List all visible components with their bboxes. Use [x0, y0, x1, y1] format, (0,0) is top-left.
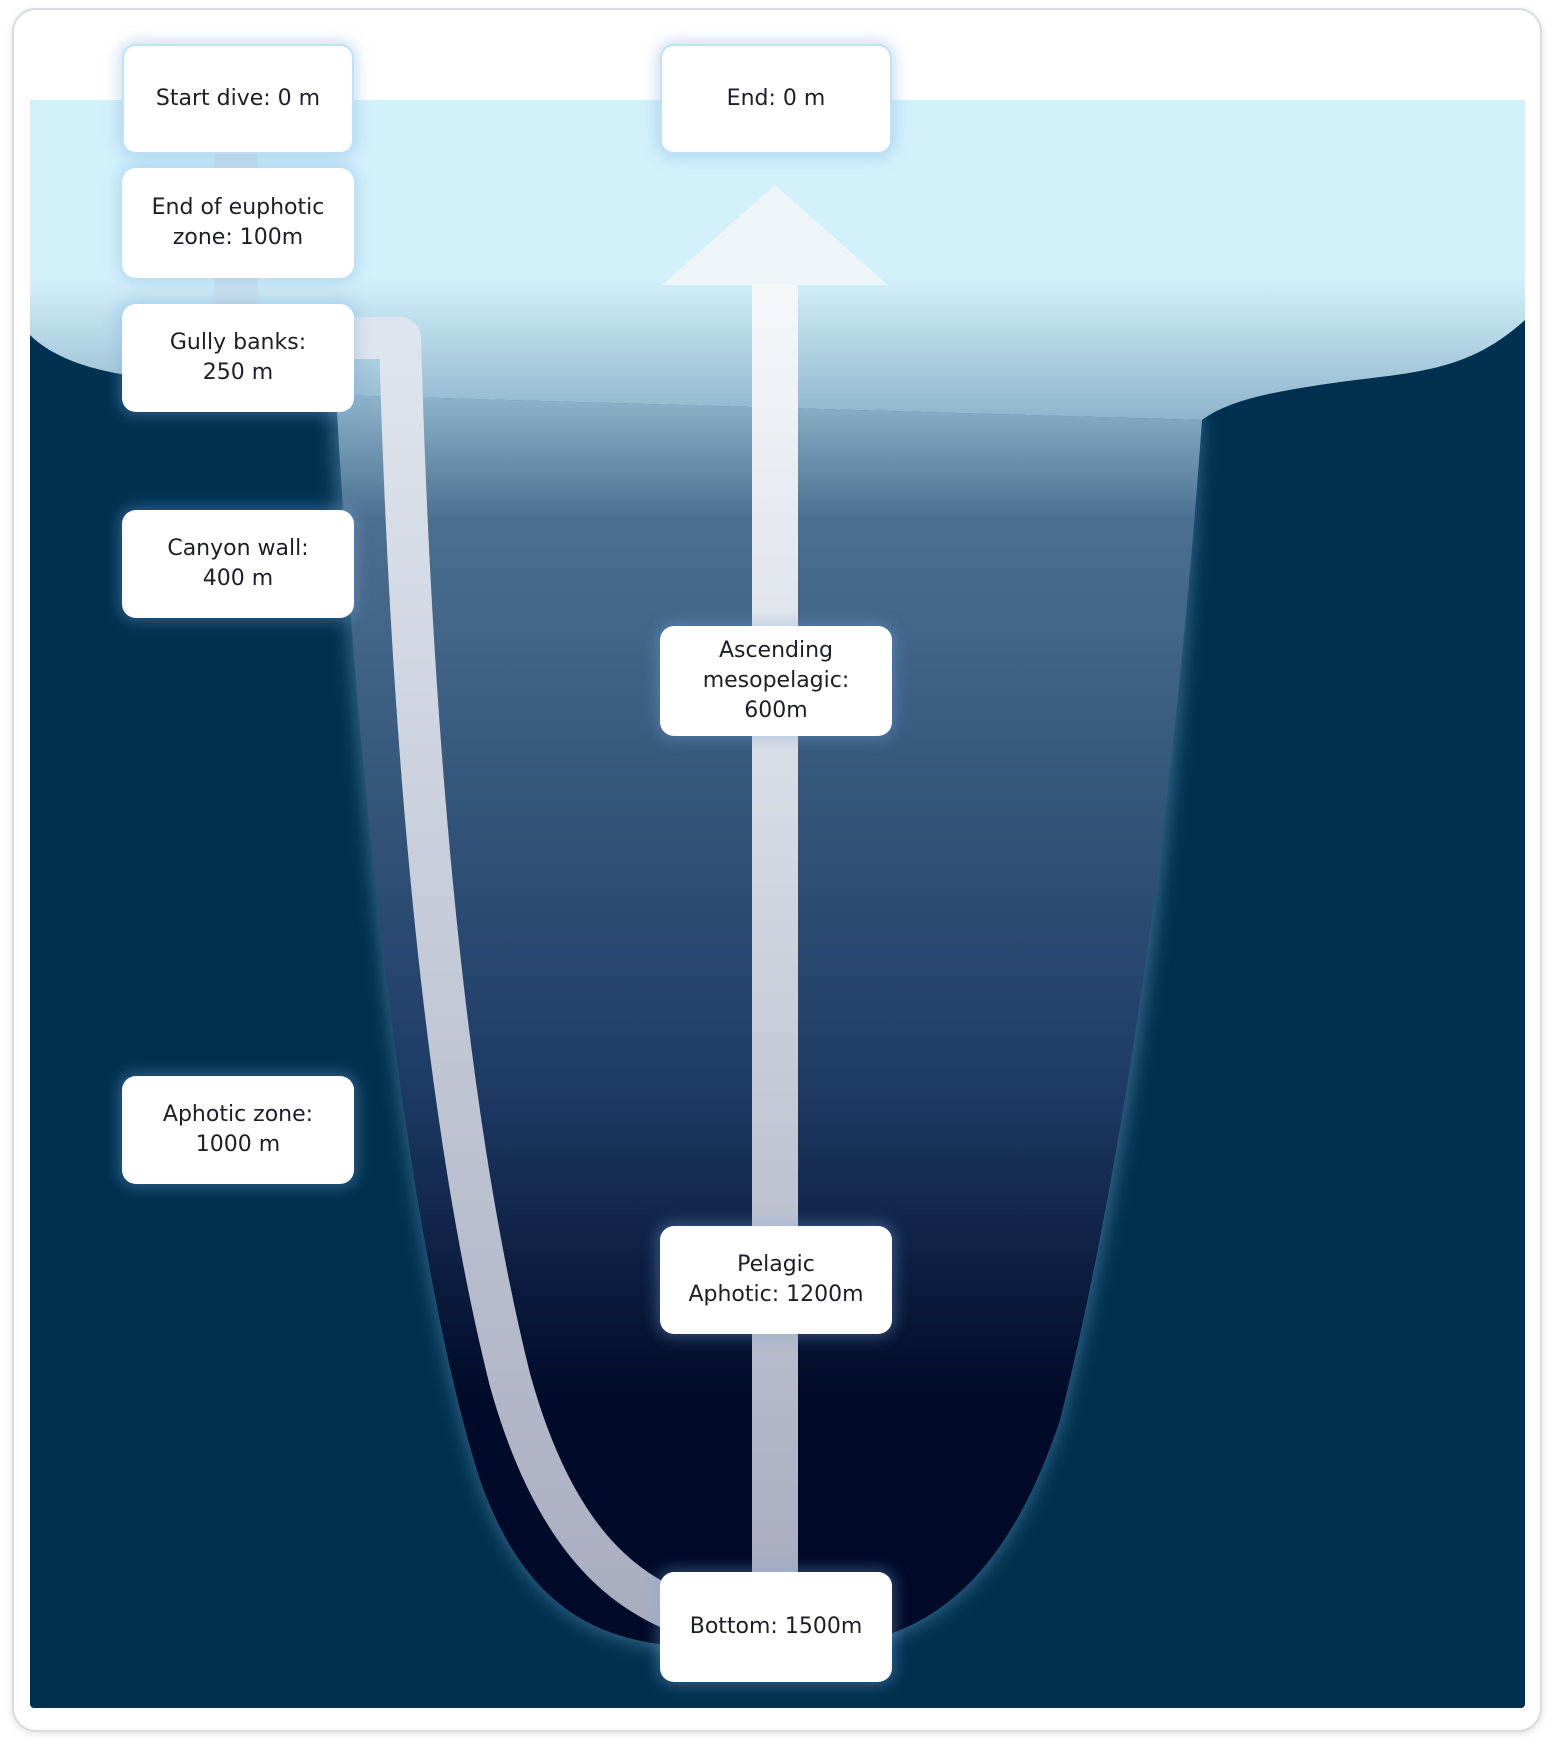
label-bottom: Bottom: 1500m: [660, 1572, 892, 1682]
ascent-arrow-shaft: [752, 282, 798, 1582]
label-end-of-euphotic: End of euphotic zone: 100m: [122, 168, 354, 278]
label-gully-banks: Gully banks: 250 m: [122, 304, 354, 412]
label-ascending-mesopelagic: Ascending mesopelagic: 600m: [660, 626, 892, 736]
label-start-dive: Start dive: 0 m: [122, 44, 354, 154]
label-aphotic-zone: Aphotic zone: 1000 m: [122, 1076, 354, 1184]
label-end: End: 0 m: [660, 44, 892, 154]
descent-path: [340, 317, 707, 1640]
label-pelagic-aphotic: Pelagic Aphotic: 1200m: [660, 1226, 892, 1334]
ascent-arrow-head: [662, 185, 888, 285]
label-canyon-wall: Canyon wall: 400 m: [122, 510, 354, 618]
